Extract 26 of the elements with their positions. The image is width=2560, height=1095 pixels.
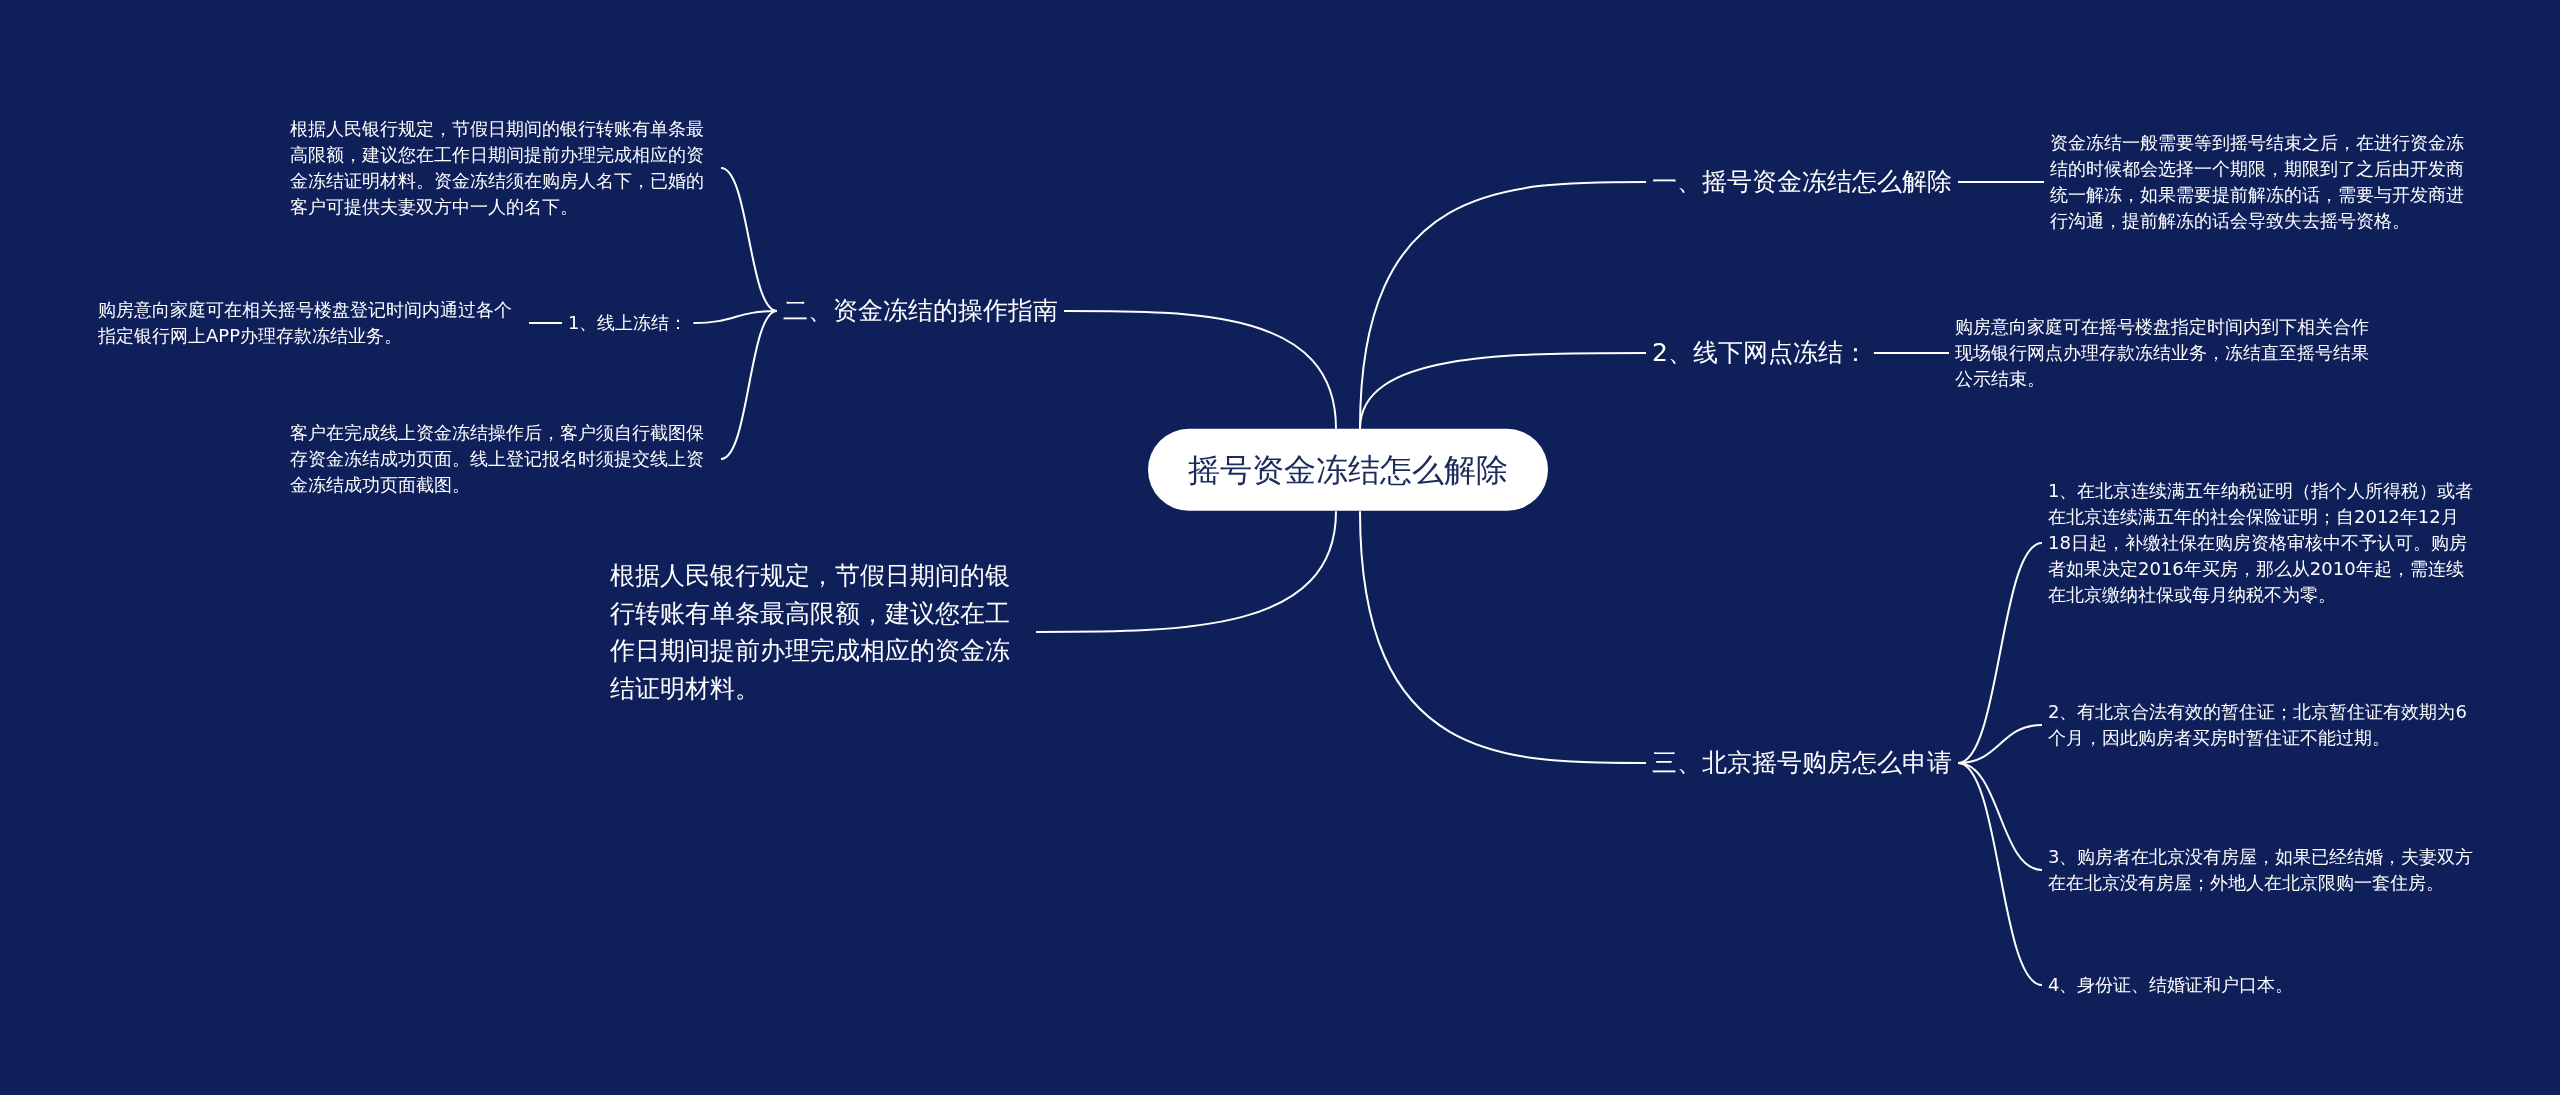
branch-heading: 2、线下网点冻结： [1652,334,1868,372]
note-text: 资金冻结一般需要等到摇号结束之后，在进行资金冻结的时候都会选择一个期限，期限到了之后由开发商统一解冻，如果需要提前解冻的话，需要与开发商进行沟通，提前解冻的话会导致失去摇号资格。 [2050,129,2465,235]
connector-line [1359,352,1647,430]
branch-heading: 三、北京摇号购房怎么申请 [1652,744,1952,782]
connector-line [720,167,778,312]
branch-heading: 一、摇号资金冻结怎么解除 [1652,163,1952,201]
connector-line [720,310,778,460]
connector-line [528,322,563,324]
connector-line [1063,310,1337,430]
note-text: 根据人民银行规定，节假日期间的银行转账有单条最高限额，建议您在工作日期间提前办理完成相应的资金冻结证明材料。 [610,557,1030,707]
connector-line [1872,352,1950,354]
note-text: 根据人民银行规定，节假日期间的银行转账有单条最高限额，建议您在工作日期间提前办理完成相应的资金冻结证明材料。资金冻结须在购房人名下，已婚的客户可提供夫妻双方中一人的名下。 [290,115,715,221]
note-text: 3、购房者在北京没有房屋，如果已经结婚，夫妻双方在在北京没有房屋；外地人在北京限购一套住房。 [2048,843,2478,897]
note-text: 购房意向家庭可在相关摇号楼盘登记时间内通过各个指定银行网上APP办理存款冻结业务。 [98,296,523,350]
connector-line [1359,510,1647,764]
topic-pill: 摇号资金冻结怎么解除 [1148,428,1548,512]
note-text: 1、线上冻结： [568,309,688,337]
note-text: 购房意向家庭可在摇号楼盘指定时间内到下相关合作现场银行网点办理存款冻结业务，冻结直至摇号结果公示结束。 [1955,313,2375,393]
connector-line [1957,181,2045,183]
note-text: 客户在完成线上资金冻结操作后，客户须自行截图保存资金冻结成功页面。线上登记报名时须提交线上资金冻结成功页面截图。 [290,419,715,499]
branch-heading: 二、资金冻结的操作指南 [783,292,1058,330]
note-text: 1、在北京连续满五年纳税证明（指个人所得税）或者在北京连续满五年的社会保险证明；自2012年12月18日起，补缴社保在购房资格审核中不予认可。购房者如果决定2016年买房，那么从2010年起，需连续在北京缴纳社保或每月纳税不为零。 [2048,477,2478,609]
note-text: 4、身份证、结婚证和户口本。 [2048,971,2478,999]
note-text: 2、有北京合法有效的暂住证；北京暂住证有效期为6个月，因此购房者买房时暂住证不能过期。 [2048,698,2473,752]
connector-line [1035,510,1337,633]
connector-line [1957,762,2043,986]
